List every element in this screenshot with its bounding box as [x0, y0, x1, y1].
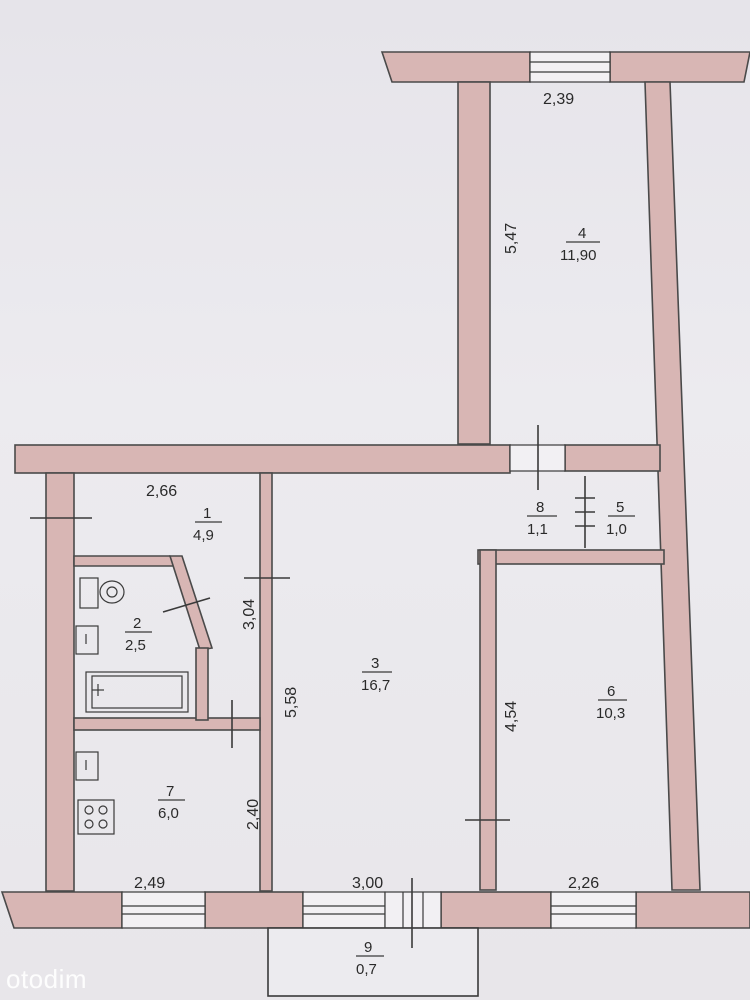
- sink-icon: [75, 625, 99, 655]
- wall-room4-left: [457, 81, 491, 445]
- bathtub-icon: [85, 671, 189, 713]
- window-bottom-left: [121, 891, 206, 929]
- wall-room6-left: [479, 549, 497, 891]
- dim-bottom-left: 2,49: [134, 875, 165, 892]
- room-6-number: 6: [607, 683, 615, 700]
- wall-bottom-mid-2: [440, 891, 552, 929]
- room-1-number: 1: [203, 505, 211, 522]
- room-3-area: 16,7: [361, 677, 390, 694]
- wall-room6-top: [477, 549, 665, 565]
- wall-bottom-mid-1: [204, 891, 304, 929]
- room-label-lines: [125, 241, 635, 957]
- wall-top-left: [380, 51, 531, 83]
- dim-room7-height: 2,40: [245, 799, 262, 830]
- room-labels: 1 4,9 2 2,5 3 16,7 4 11,90 5 1,0 6 10,3 …: [125, 225, 627, 978]
- room-6-area: 10,3: [596, 705, 625, 722]
- room-4-number: 4: [578, 225, 586, 242]
- dim-room6-length: 4,54: [503, 701, 520, 732]
- kitchen-fixtures: [75, 751, 115, 835]
- room-9-area: 0,7: [356, 961, 377, 978]
- room-7-number: 7: [166, 783, 174, 800]
- kitchen-sink-icon: [75, 751, 99, 781]
- toilet-icon: [79, 577, 125, 609]
- dim-room4-length: 5,47: [503, 223, 520, 254]
- room-7-area: 6,0: [158, 805, 179, 822]
- room-1-area: 4,9: [193, 527, 214, 544]
- dim-room2-height: 3,04: [241, 599, 258, 630]
- room-8-number: 8: [536, 499, 544, 516]
- wall-middle-horizontal-right: [564, 444, 661, 472]
- room-8-area: 1,1: [527, 521, 548, 538]
- room-2-area: 2,5: [125, 637, 146, 654]
- window-bottom-right: [550, 891, 637, 929]
- dimension-labels: 2,39 5,47 2,66 3,04 5,58 4,54 2,40 2,49 …: [134, 91, 599, 892]
- wall-bath-right: [195, 647, 209, 721]
- wall-middle-horizontal: [14, 444, 511, 474]
- room-9-number: 9: [364, 939, 372, 956]
- room-2-number: 2: [133, 615, 141, 632]
- wall-bottom-left: [0, 891, 123, 929]
- wall-left-exterior: [45, 472, 75, 892]
- door-marks: [30, 425, 595, 948]
- wall-room2-room7: [73, 717, 261, 731]
- room-4-area: 11,90: [560, 247, 596, 264]
- wall-top-right: [609, 51, 750, 83]
- room-3-number: 3: [371, 655, 379, 672]
- balcony-outline: [267, 927, 479, 997]
- room-5-number: 5: [616, 499, 624, 516]
- wall-bath-top: [73, 555, 180, 567]
- room-5-area: 1,0: [606, 521, 627, 538]
- window-bottom-middle: [302, 891, 386, 929]
- dim-bottom-right: 2,26: [568, 875, 599, 892]
- balcony-door: [384, 891, 442, 929]
- wall-right-exterior: [644, 81, 701, 891]
- windows: [121, 51, 637, 929]
- walls: [0, 51, 750, 929]
- bathroom-fixtures: [75, 577, 189, 713]
- dim-top-corridor: 2,39: [543, 91, 574, 108]
- window-top: [529, 51, 611, 83]
- dim-room3-length: 5,58: [283, 687, 300, 718]
- dim-room1-width: 2,66: [146, 483, 177, 500]
- wall-bottom-right: [635, 891, 750, 929]
- dim-bottom-middle: 3,00: [352, 875, 383, 892]
- watermark-logo: otodim: [6, 964, 87, 994]
- stove-icon: [77, 799, 115, 835]
